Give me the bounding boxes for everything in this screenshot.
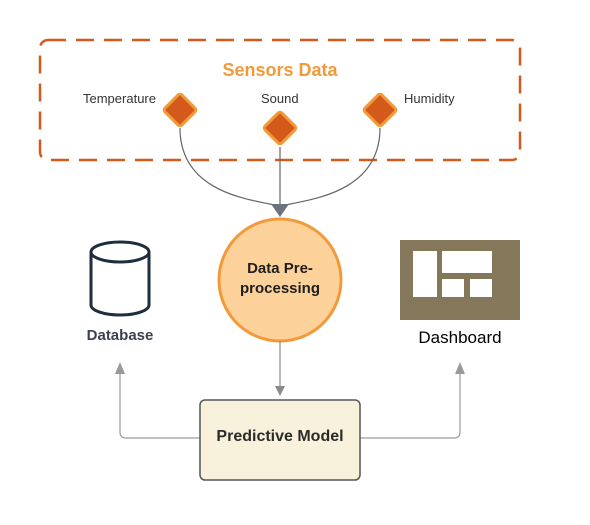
arrow-to-model [275,386,285,396]
connector-model-database [119,372,200,439]
preprocessing-label: Data Pre-processing [239,260,321,297]
diamond-node-icon [262,110,298,146]
sensors-group-title: Sensors Data [222,60,338,80]
arrow-to-database [115,362,125,374]
dashboard-label: Dashboard [418,328,502,347]
arrow-to-dashboard [455,362,465,374]
connector-temperature [179,127,281,209]
arrow-to-preprocessing [271,204,289,217]
connector-model-dashboard [360,372,461,439]
predictive-model-label: Predictive Model [216,428,344,445]
database-cylinder-icon [89,240,151,317]
connector-humidity [279,127,381,209]
diamond-node-icon [362,92,398,128]
predictive-model-node [199,399,361,481]
sensor-label-humidity: Humidity [404,91,455,106]
diamond-node-icon [162,92,198,128]
database-label: Database [86,327,154,344]
dashboard-layout-icon [400,240,520,320]
sensor-label-sound: Sound [261,91,299,106]
sensor-label-temperature: Temperature [83,91,156,106]
